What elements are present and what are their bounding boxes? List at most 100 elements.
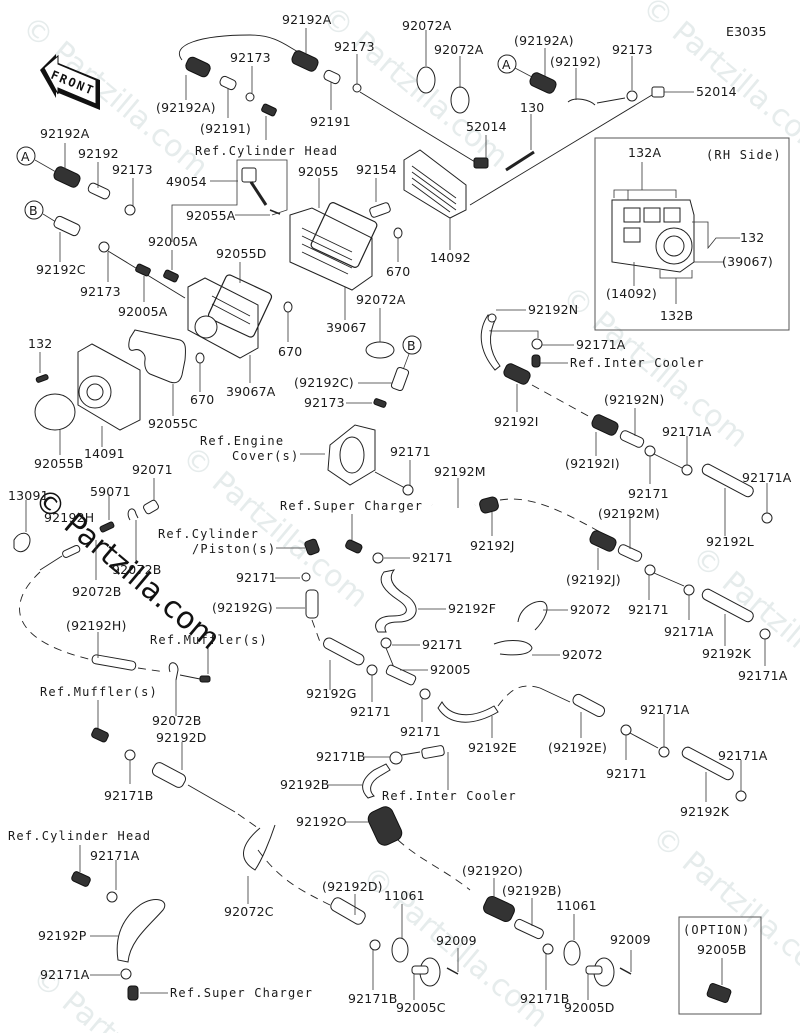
- part-label[interactable]: 39067A: [226, 384, 276, 399]
- part-label[interactable]: (92192M): [598, 506, 660, 521]
- part-label[interactable]: 92173: [612, 42, 653, 57]
- part-label[interactable]: 132: [740, 230, 764, 245]
- ref-label[interactable]: Ref.Cylinder Head: [8, 829, 151, 843]
- part-label[interactable]: (92192): [550, 54, 601, 69]
- part-label[interactable]: 92171: [390, 444, 431, 459]
- part-label[interactable]: 92055C: [148, 416, 198, 431]
- ref-label[interactable]: Ref.Muffler(s): [40, 685, 158, 699]
- part-label[interactable]: 92171: [412, 550, 453, 565]
- part-label[interactable]: 670: [190, 392, 214, 407]
- part-label[interactable]: 14091: [84, 446, 125, 461]
- part-label[interactable]: 132B: [660, 308, 693, 323]
- part-label[interactable]: 92171: [236, 570, 277, 585]
- ref-label[interactable]: Ref.Inter Cooler: [382, 789, 517, 803]
- part-label[interactable]: (92192D): [322, 879, 383, 894]
- part-label[interactable]: 92171A: [40, 967, 90, 982]
- part-label[interactable]: 92005A: [148, 234, 198, 249]
- part-label[interactable]: (14092): [606, 286, 657, 301]
- part-label[interactable]: (92192N): [604, 392, 664, 407]
- ref-label[interactable]: /Piston(s): [192, 542, 276, 556]
- part-label[interactable]: 92173: [334, 39, 375, 54]
- part-label[interactable]: 59071: [90, 484, 131, 499]
- part-label[interactable]: 92072: [570, 602, 611, 617]
- part-label[interactable]: (92192J): [566, 572, 621, 587]
- part-label[interactable]: 92171A: [664, 624, 714, 639]
- part-label[interactable]: 92072B: [72, 584, 122, 599]
- ref-label[interactable]: Cover(s): [232, 449, 299, 463]
- part-label[interactable]: 92171: [422, 637, 463, 652]
- ref-label[interactable]: Ref.Super Charger: [170, 986, 313, 1000]
- part-label[interactable]: (92192A): [156, 100, 216, 115]
- ref-label[interactable]: Ref.Muffler(s): [150, 633, 268, 647]
- part-label[interactable]: 92192J: [470, 538, 515, 553]
- part-label[interactable]: 92192L: [706, 534, 754, 549]
- part-label[interactable]: 92005: [430, 662, 471, 677]
- part-label[interactable]: 92072B: [112, 562, 162, 577]
- part-label[interactable]: 13091: [8, 488, 49, 503]
- part-label[interactable]: 92192A: [282, 12, 332, 27]
- part-label[interactable]: 92171A: [718, 748, 768, 763]
- part-label[interactable]: 92192H: [44, 510, 94, 525]
- part-label[interactable]: 92055A: [186, 208, 236, 223]
- part-label[interactable]: 92071: [132, 462, 173, 477]
- part-label[interactable]: 92173: [112, 162, 153, 177]
- part-label[interactable]: (92192A): [514, 33, 574, 48]
- part-label[interactable]: 92072: [562, 647, 603, 662]
- part-label[interactable]: 92192I: [494, 414, 539, 429]
- part-label[interactable]: (92192H): [66, 618, 127, 633]
- part-label[interactable]: 39067: [326, 320, 367, 335]
- part-label[interactable]: 132: [28, 336, 52, 351]
- part-label[interactable]: 92191: [310, 114, 351, 129]
- part-label[interactable]: 92192N: [528, 302, 578, 317]
- part-label[interactable]: 92192P: [38, 928, 87, 943]
- part-label[interactable]: 92055D: [216, 246, 267, 261]
- part-label[interactable]: 92005D: [564, 1000, 615, 1015]
- part-label[interactable]: (92192C): [294, 375, 354, 390]
- part-label[interactable]: (92192O): [462, 863, 523, 878]
- part-label[interactable]: 92009: [436, 933, 477, 948]
- part-label[interactable]: 92171A: [90, 848, 140, 863]
- part-label[interactable]: (92192B): [502, 883, 562, 898]
- part-label[interactable]: (92192E): [548, 740, 607, 755]
- part-label[interactable]: 52014: [466, 119, 507, 134]
- ref-label[interactable]: Ref.Engine: [200, 434, 284, 448]
- part-label[interactable]: 11061: [384, 888, 425, 903]
- part-label[interactable]: 92072A: [356, 292, 406, 307]
- part-label[interactable]: 130: [520, 100, 544, 115]
- part-label[interactable]: 92192: [78, 146, 119, 161]
- part-label[interactable]: (92191): [200, 121, 251, 136]
- part-label[interactable]: 92072C: [224, 904, 274, 919]
- part-label[interactable]: 92171B: [104, 788, 154, 803]
- part-label[interactable]: 92192D: [156, 730, 207, 745]
- part-label[interactable]: 92173: [230, 50, 271, 65]
- part-label[interactable]: 92192K: [702, 646, 752, 661]
- part-label[interactable]: 92171: [628, 486, 669, 501]
- part-label[interactable]: 92192F: [448, 601, 496, 616]
- part-label[interactable]: (92192I): [565, 456, 620, 471]
- ref-label[interactable]: Ref.Super Charger: [280, 499, 423, 513]
- part-label[interactable]: 92192G: [306, 686, 357, 701]
- part-label[interactable]: 92171: [606, 766, 647, 781]
- part-label[interactable]: 92055: [298, 164, 339, 179]
- part-label[interactable]: 52014: [696, 84, 737, 99]
- part-label[interactable]: 92173: [304, 395, 345, 410]
- part-label[interactable]: 11061: [556, 898, 597, 913]
- part-label[interactable]: 92171: [400, 724, 441, 739]
- part-label[interactable]: 92009: [610, 932, 651, 947]
- part-label[interactable]: 92171B: [520, 991, 570, 1006]
- part-label[interactable]: 92192O: [296, 814, 347, 829]
- part-label[interactable]: 92072B: [152, 713, 202, 728]
- part-label[interactable]: 92173: [80, 284, 121, 299]
- part-label[interactable]: 92072A: [402, 18, 452, 33]
- part-label[interactable]: 92171A: [640, 702, 690, 717]
- part-label[interactable]: 92192M: [434, 464, 486, 479]
- part-label[interactable]: 92171: [350, 704, 391, 719]
- part-label[interactable]: 92171A: [738, 668, 788, 683]
- part-label[interactable]: (39067): [722, 254, 773, 269]
- part-label[interactable]: 92005B: [697, 942, 747, 957]
- part-label[interactable]: 92192E: [468, 740, 517, 755]
- part-label[interactable]: 92154: [356, 162, 397, 177]
- part-label[interactable]: 92192B: [280, 777, 330, 792]
- part-label[interactable]: 132A: [628, 145, 661, 160]
- ref-label[interactable]: Ref.Cylinder: [158, 527, 259, 541]
